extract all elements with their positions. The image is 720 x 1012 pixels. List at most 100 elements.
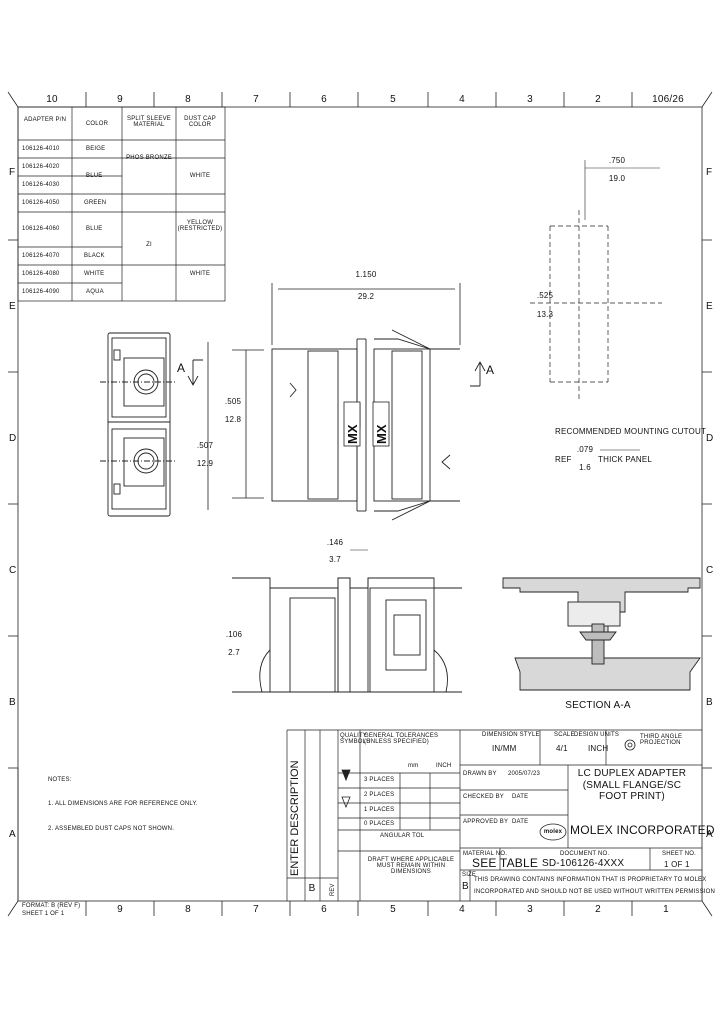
zone-label-right-A: A <box>706 829 713 840</box>
dim-top-in: .750 <box>608 156 626 165</box>
table-row-pn: 106126-4060 <box>22 226 60 232</box>
table-row-color: GREEN <box>84 200 107 206</box>
table-cap-mid: YELLOW (RESTRICTED) <box>177 220 223 232</box>
checked-label: CHECKED BY <box>463 794 505 800</box>
document-label: DOCUMENT NO. <box>560 851 610 857</box>
table-cap-bottom: WHITE <box>189 271 211 277</box>
section-label-right: A <box>486 363 495 377</box>
design-units-label: DESIGN UNITS <box>574 732 620 738</box>
footer-line-2: SHEET 1 OF 1 <box>22 911 65 917</box>
side-view <box>271 329 460 521</box>
table-row-color: BLACK <box>84 253 105 259</box>
dim-height-in: .505 <box>224 397 242 406</box>
zone-label-bottom-5: 5 <box>390 904 396 915</box>
adapter-table-grid <box>17 106 226 302</box>
proprietary-line-1: THIS DRAWING CONTAINS INFORMATION THAT I… <box>474 877 707 883</box>
tol-angular: ANGULAR TOL <box>380 833 425 839</box>
zone-label-top-7: 7 <box>253 94 259 105</box>
bottom-view <box>232 577 462 693</box>
molex-logo-text: molex <box>543 829 563 835</box>
table-row-color: WHITE <box>84 271 105 277</box>
zone-label-top-3: 3 <box>527 94 533 105</box>
table-row-pn: 106126-4050 <box>22 200 60 206</box>
thick-panel-label: THICK PANEL <box>598 455 653 464</box>
dim-thick-mm: 2.7 <box>228 648 240 657</box>
brand-mark-mx-1: MX <box>345 424 360 445</box>
table-header-sleeve: SPLIT SLEEVE MATERIAL <box>127 116 171 128</box>
quality-symbols-label: QUALITY SYMBOLS <box>340 733 371 745</box>
sheet-label: SHEET NO. <box>662 851 697 857</box>
zone-label-top-6: 6 <box>321 94 327 105</box>
dim-top-mm: 19.0 <box>608 174 626 183</box>
drawing-title: LC DUPLEX ADAPTER (SMALL FLANGE/SC FOOT … <box>577 768 687 802</box>
zone-label-bottom-4: 4 <box>459 904 465 915</box>
zone-label-right-C: C <box>706 565 714 576</box>
document-number: SD-106126-4XXX <box>542 858 625 869</box>
zone-label-left-C: C <box>9 565 17 576</box>
section-view-title: SECTION A-A <box>565 700 631 711</box>
zone-label-bottom-7: 7 <box>253 904 259 915</box>
tol-row: 3 PLACES <box>364 777 395 783</box>
table-row-pn: 106126-4020 <box>22 164 60 170</box>
table-sleeve-bottom: ZI <box>146 242 152 248</box>
table-header-pn: ADAPTER P/N <box>23 117 67 123</box>
dim-overall-mm: 29.2 <box>357 292 375 301</box>
notes-title: NOTES: <box>48 777 72 783</box>
dim-style-label: DIMENSION STYLE <box>482 732 540 738</box>
tol-row: 0 PLACES <box>364 821 395 827</box>
zone-label-bottom-1: 1 <box>663 904 669 915</box>
dim-flange-mm: 3.7 <box>329 555 341 564</box>
zone-label-bottom-2: 2 <box>595 904 601 915</box>
table-header-cap: DUST CAP COLOR <box>184 116 216 128</box>
zone-label-left-F: F <box>9 167 16 178</box>
dim-style-value: IN/MM <box>492 744 517 753</box>
zone-label-left-D: D <box>9 433 17 444</box>
table-row-color: BEIGE <box>86 146 106 152</box>
zone-label-top-9: 9 <box>117 94 123 105</box>
section-label-left: A <box>177 361 186 375</box>
section-arrow-left <box>187 359 203 386</box>
zone-label-left-B: B <box>9 697 16 708</box>
zone-label-bottom-9: 9 <box>117 904 123 915</box>
tol-row: 1 PLACES <box>364 807 395 813</box>
table-header-color: COLOR <box>85 121 109 127</box>
dim-panel-ref: REF <box>555 455 572 464</box>
zone-label-bottom-3: 3 <box>527 904 533 915</box>
corner-mark-tr <box>701 91 713 108</box>
dim-panel-mm: 1.6 <box>579 463 591 472</box>
footer-line-1: FORMAT: B (REV F) <box>22 903 81 909</box>
dim-width-mm: 12.9 <box>196 459 214 468</box>
zone-label-top-4: 4 <box>459 94 465 105</box>
dim-height-mm: 12.8 <box>224 415 242 424</box>
mounting-cutout <box>530 210 662 400</box>
molex-logo-mark <box>539 823 567 841</box>
sheet-number: 1 OF 1 <box>664 860 690 869</box>
dim-panel-in: .079 <box>576 445 594 454</box>
enter-description: ENTER DESCRIPTION <box>289 760 301 876</box>
table-row-color: BLUE <box>86 226 103 232</box>
corner-mark-br <box>701 900 713 917</box>
scale-value: 4/1 <box>556 744 568 753</box>
table-row-pn: 106126-4080 <box>22 271 60 277</box>
approved-date: DATE <box>512 819 529 825</box>
table-row-pn: 106126-4030 <box>22 182 60 188</box>
table-row-pn: 106126-4090 <box>22 289 60 295</box>
zone-label-left-A: A <box>9 829 16 840</box>
zone-label-top-drawing: 106/26 <box>652 94 684 105</box>
rev-label: REV <box>330 883 336 896</box>
material-value: SEE TABLE <box>472 856 539 870</box>
dim-overall-in: 1.150 <box>355 270 377 279</box>
dim-cutout-mm: 13.3 <box>536 310 554 319</box>
table-row-pn: 106126-4010 <box>22 146 60 152</box>
zone-label-top-5: 5 <box>390 94 396 105</box>
proprietary-line-2: INCORPORATED AND SHOULD NOT BE USED WITH… <box>474 889 716 895</box>
title-block <box>17 729 702 901</box>
dim-width-in: .507 <box>196 441 214 450</box>
checked-date: DATE <box>512 794 529 800</box>
table-row-pn: 106126-4070 <box>22 253 60 259</box>
projection-symbol <box>624 739 636 751</box>
zone-label-top-2: 2 <box>595 94 601 105</box>
approved-label: APPROVED BY <box>463 819 509 825</box>
section-a-a <box>502 577 701 691</box>
